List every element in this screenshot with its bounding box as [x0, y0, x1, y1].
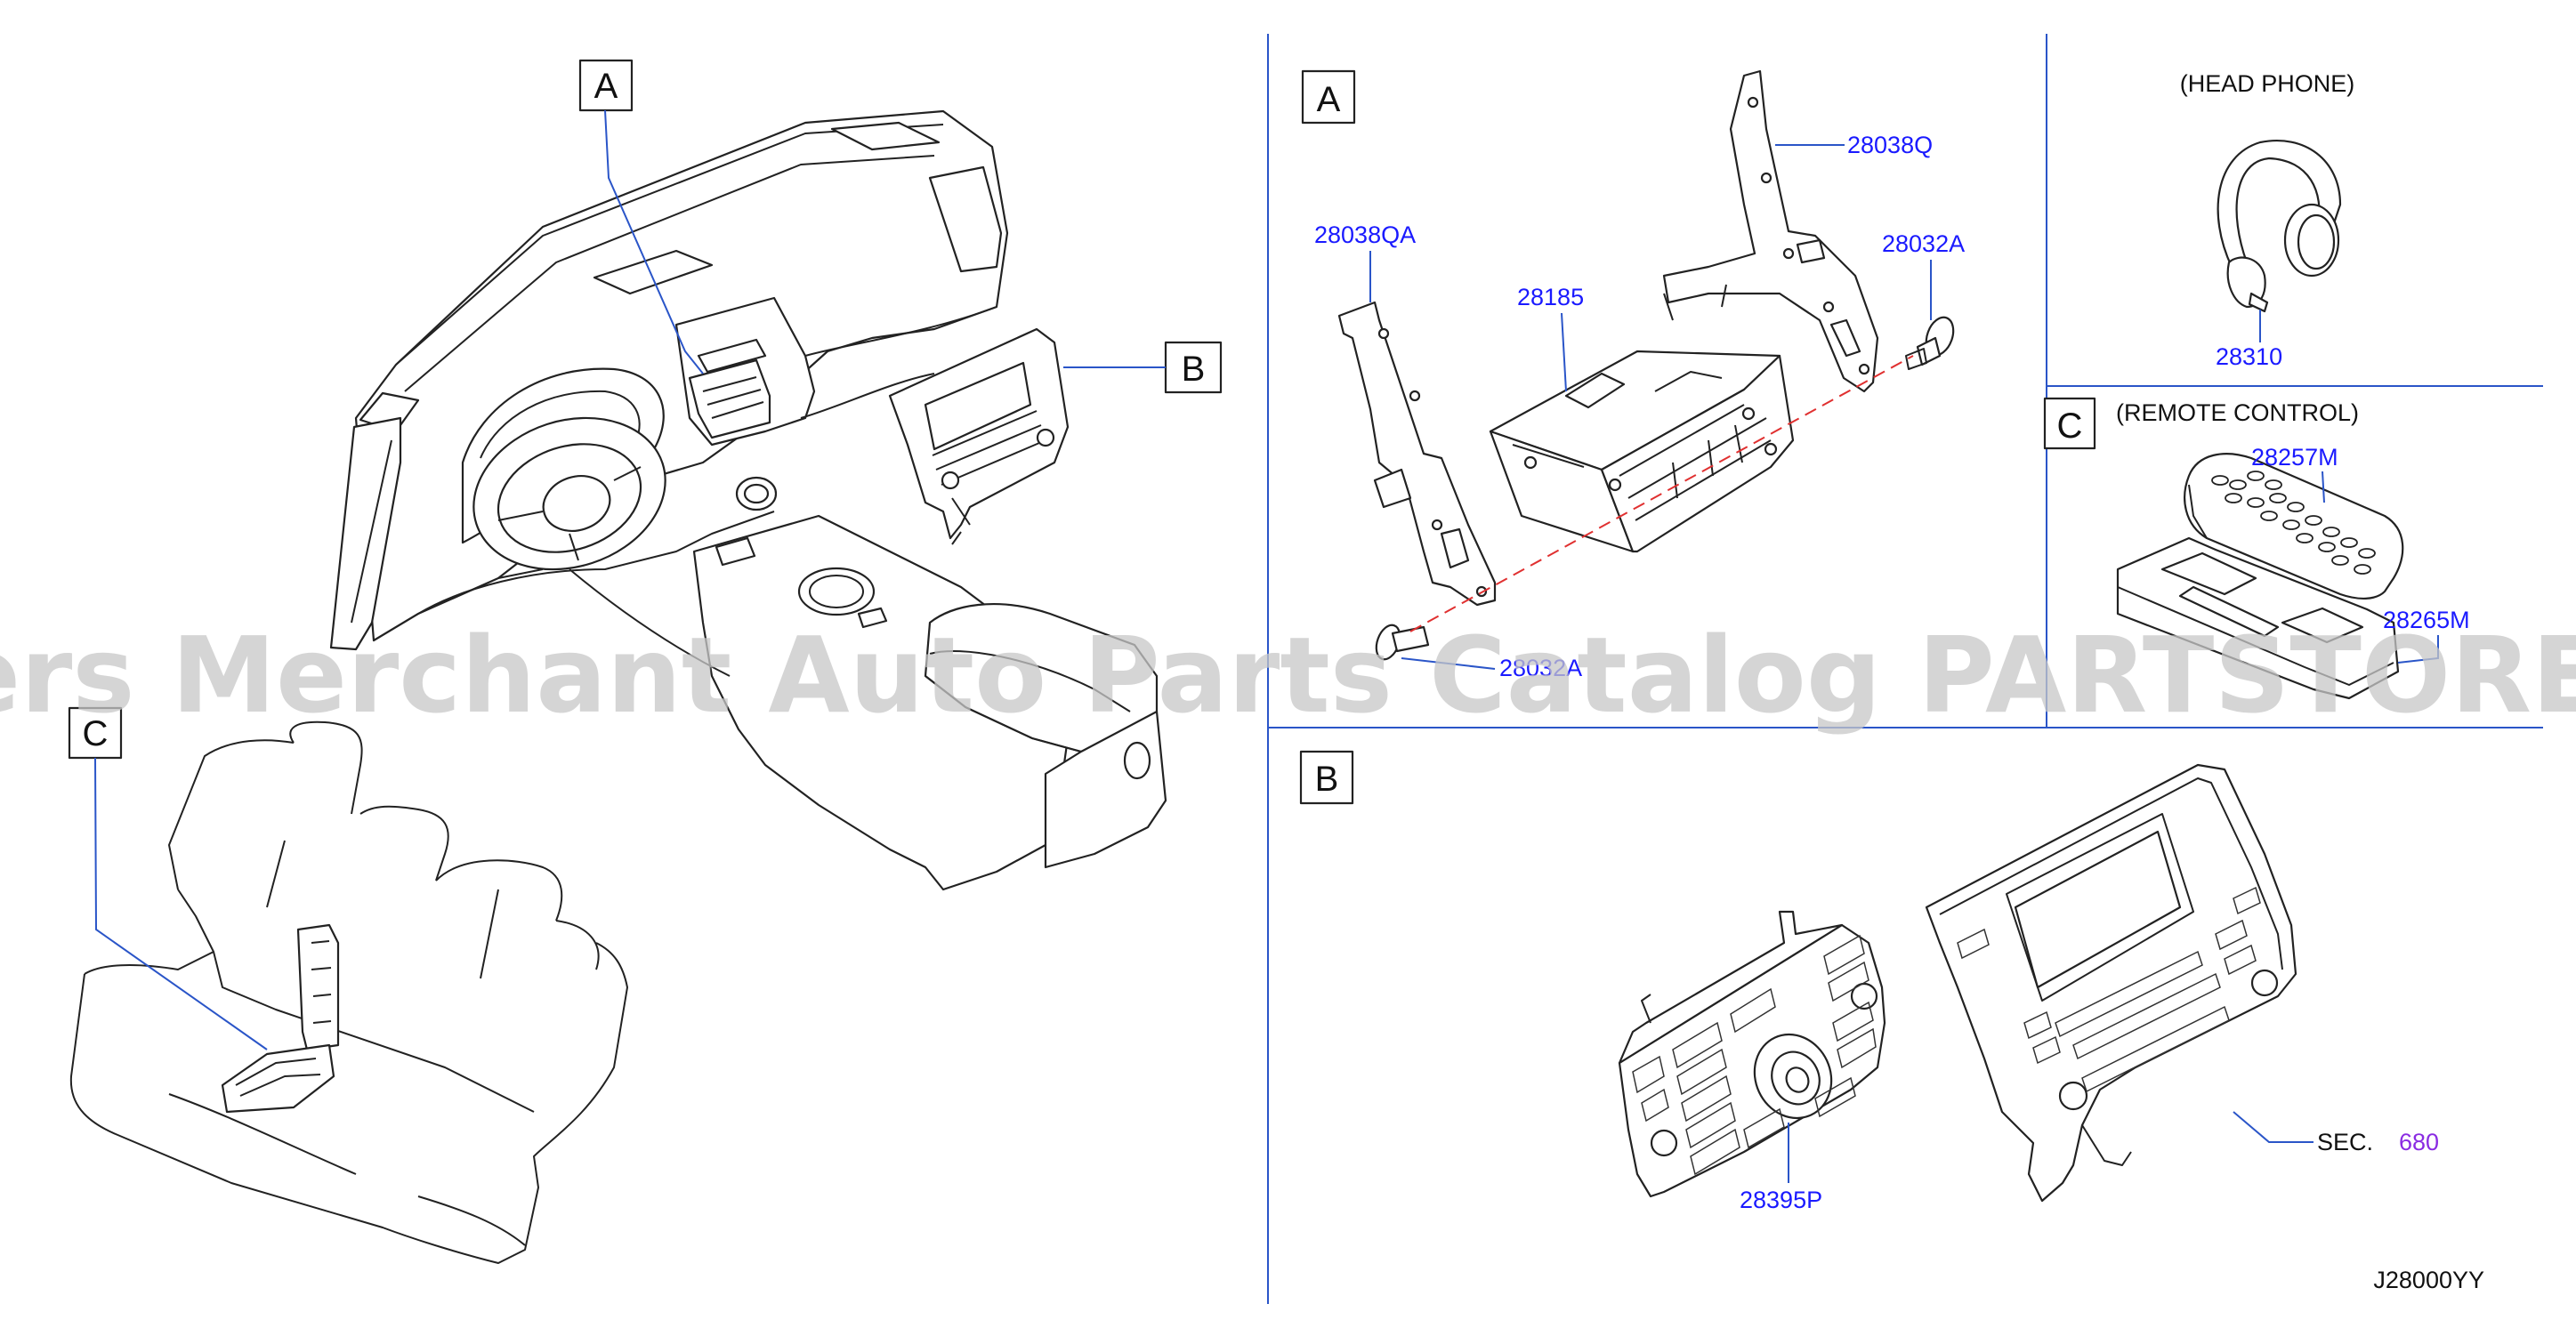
panel-c: C (REMOTE CONTROL) 28257 — [2043, 397, 2470, 700]
part-label-28032a-lower: 28032A — [1499, 655, 1582, 681]
screw-lower-icon — [1375, 624, 1430, 661]
callout-b-letter: B — [1182, 350, 1206, 389]
part-label-28395p: 28395P — [1740, 1187, 1822, 1213]
headphone-title: (HEAD PHONE) — [2180, 70, 2355, 97]
remote-control-icon — [2184, 453, 2404, 600]
overview-callout-c: C — [68, 706, 268, 1050]
overview-callout-a: A — [578, 59, 704, 374]
headphone-icon — [2217, 140, 2342, 313]
part-label-28032a-upper: 28032A — [1882, 230, 1965, 257]
panel-c-letter: C — [2057, 406, 2083, 446]
overview-callout-b: B — [1063, 341, 1223, 394]
part-label-28038q: 28038Q — [1847, 132, 1933, 158]
control-panel-unit-icon — [1618, 910, 1886, 1198]
part-label-28265m: 28265M — [2383, 607, 2470, 633]
sec-number: 680 — [2399, 1129, 2439, 1155]
part-label-28185: 28185 — [1517, 284, 1584, 310]
panel-a: A — [1301, 69, 1965, 681]
part-label-28038qa: 28038QA — [1314, 221, 1416, 248]
rear-seat-illustration — [69, 720, 628, 1264]
part-label-28310: 28310 — [2216, 343, 2282, 370]
overview-head-unit-b — [888, 327, 1070, 545]
panel-frame-lines — [1267, 34, 2543, 1304]
diagram-code: J28000YY — [2373, 1267, 2484, 1293]
dashboard-illustration — [329, 109, 1167, 891]
display-bezel-icon — [1925, 763, 2297, 1203]
remote-holder-icon — [2116, 536, 2400, 700]
screw-upper-icon — [1905, 316, 1955, 370]
panel-headphone: (HEAD PHONE) 28310 — [2180, 70, 2355, 370]
panel-b: B — [1299, 750, 2439, 1213]
watermark-text: Offers Merchant Auto Parts Catalog PARTS… — [0, 614, 2576, 736]
panel-a-letter: A — [1317, 80, 1341, 119]
part-label-28257m: 28257M — [2251, 444, 2338, 471]
callout-c-letter: C — [83, 714, 109, 753]
callout-a-letter: A — [594, 67, 618, 106]
panel-b-letter: B — [1315, 760, 1339, 799]
remote-title: (REMOTE CONTROL) — [2116, 399, 2359, 426]
sec-label: SEC. — [2317, 1129, 2373, 1155]
